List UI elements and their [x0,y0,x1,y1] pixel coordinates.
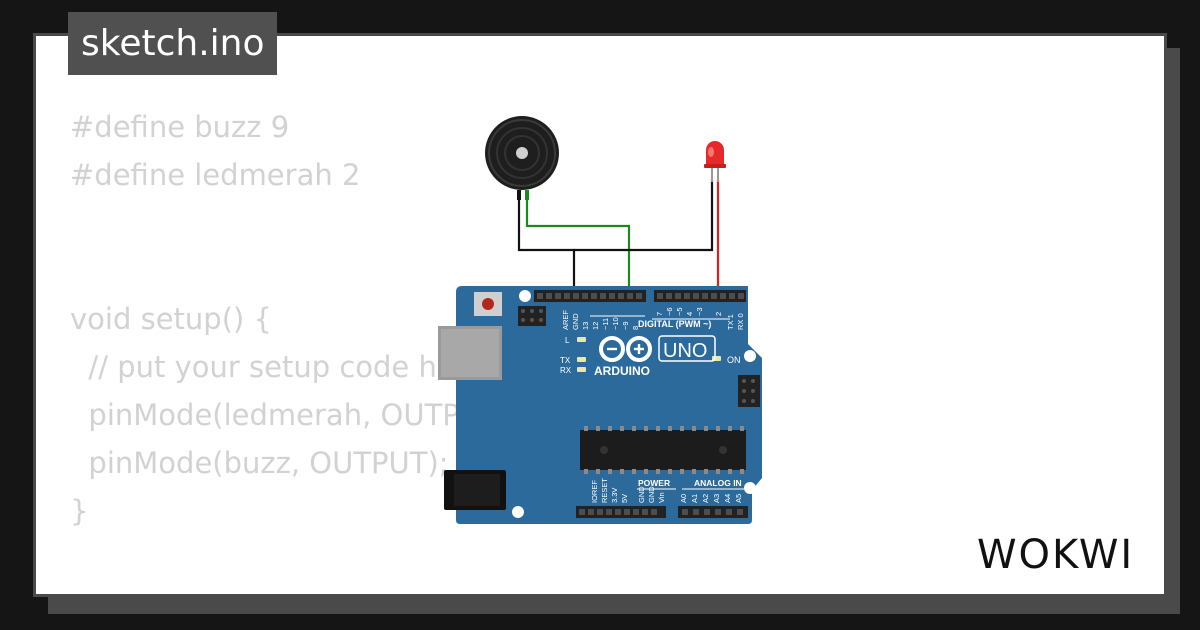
digital-label: DIGITAL (PWM ~) [638,319,711,329]
sketch-filename: sketch.ino [68,12,278,75]
pin-label: A4 [723,494,732,503]
pin-label: IOREF [590,480,599,503]
pin-label: A2 [701,494,710,503]
code-line: void loop() { [70,583,678,594]
buzzer-gnd-wire [517,196,576,296]
digital-header [534,290,746,302]
code-line: #define ledmerah 2 [70,158,361,192]
board-model: UNO [663,340,707,362]
code-line: #define buzz 9 [70,110,290,144]
pin-label: RESET [600,478,609,503]
pin-label: TX 1 [726,314,735,330]
pin-label: ~3 [695,307,704,316]
pin-label: 12 [591,322,600,330]
code-line: void setup() { [70,302,272,336]
pin-label: ~9 [621,321,630,330]
pin-label: 2 [714,312,723,316]
pin-label: ~11 [601,318,610,330]
arduino-uno-board[interactable]: AREF GND 13 12 ~11 ~10 ~9 8 7 ~6 ~5 4 ~3… [438,286,762,524]
pin-label: 8 [631,326,640,330]
code-line: } [70,494,89,528]
pin-label: GND [637,486,646,503]
pin-label: ~5 [675,307,684,316]
pin-label: 4 [685,312,694,316]
power-label: POWER [638,478,670,488]
wokwi-logo: WOKWI [977,532,1134,576]
atmega-chip [580,426,746,474]
pin-label: 13 [581,322,590,330]
pin-label: A1 [690,494,699,503]
led-cathode-wire [574,180,714,252]
pin-label: 5V [620,494,629,503]
pin-label: 7 [655,312,664,316]
power-analog-header [576,506,748,518]
pin-label: Vin [657,492,666,503]
led-label-tx: TX [560,356,571,365]
pin-label: ~6 [665,307,674,316]
pin-label: AREF [561,310,570,330]
pin-label: RX 0 [736,313,745,330]
board-brand: ARDUINO [594,364,650,378]
pin-label: 3.3V [610,488,619,503]
on-label: ON [727,355,741,365]
piezo-buzzer[interactable] [485,116,559,200]
buzzer-signal-wire [525,196,631,296]
analog-label: ANALOG IN [694,478,742,488]
arduino-logo-icon [599,336,652,362]
pin-label: A0 [679,494,688,503]
pin-label: A3 [712,494,721,503]
pin-label: A5 [734,494,743,503]
pin-label: GND [571,313,580,330]
pin-label: ~10 [611,317,620,330]
pin-label: GND [647,486,656,503]
led-label-l: L [565,336,570,345]
wires [517,180,720,296]
wokwi-logo-text: WOKWI [977,532,1134,576]
led-label-rx: RX [560,366,572,375]
red-led[interactable] [704,141,726,182]
code-line: pinMode(buzz, OUTPUT); [70,446,449,480]
